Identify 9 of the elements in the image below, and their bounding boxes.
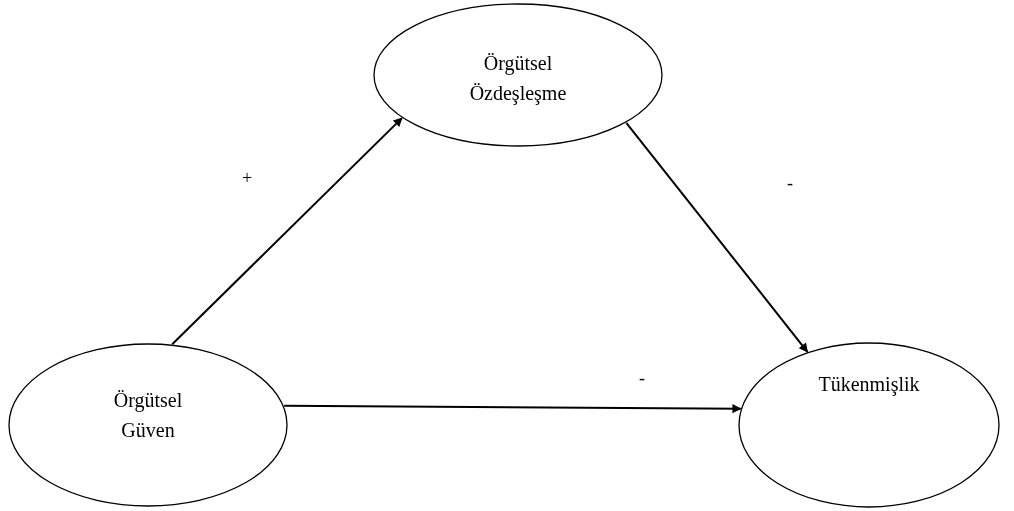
ellipse-node [738,342,1000,508]
arrow [625,121,809,353]
node-label: Örgütsel Güven [112,388,184,443]
node-label: Örgütsel Özdeşleşme [468,51,568,107]
ellipse-node [8,343,288,507]
arrow [283,404,742,414]
ellipse-node [373,3,663,147]
node-label: Tükenmişlik [817,372,921,398]
arrow [171,117,403,346]
